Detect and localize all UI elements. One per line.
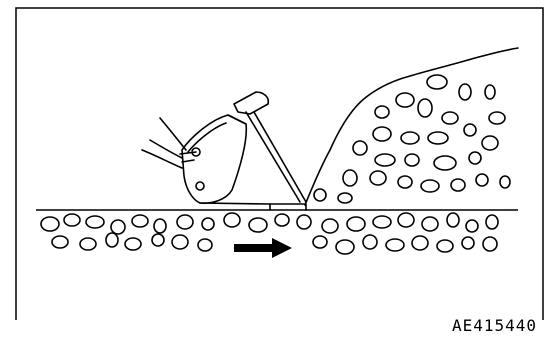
- figure-code: AE415440: [452, 316, 537, 335]
- frame-border: [16, 8, 543, 320]
- rock-pile-icon: [305, 48, 518, 205]
- direction-arrow-icon: [234, 238, 292, 258]
- bucket-icon: [142, 92, 306, 210]
